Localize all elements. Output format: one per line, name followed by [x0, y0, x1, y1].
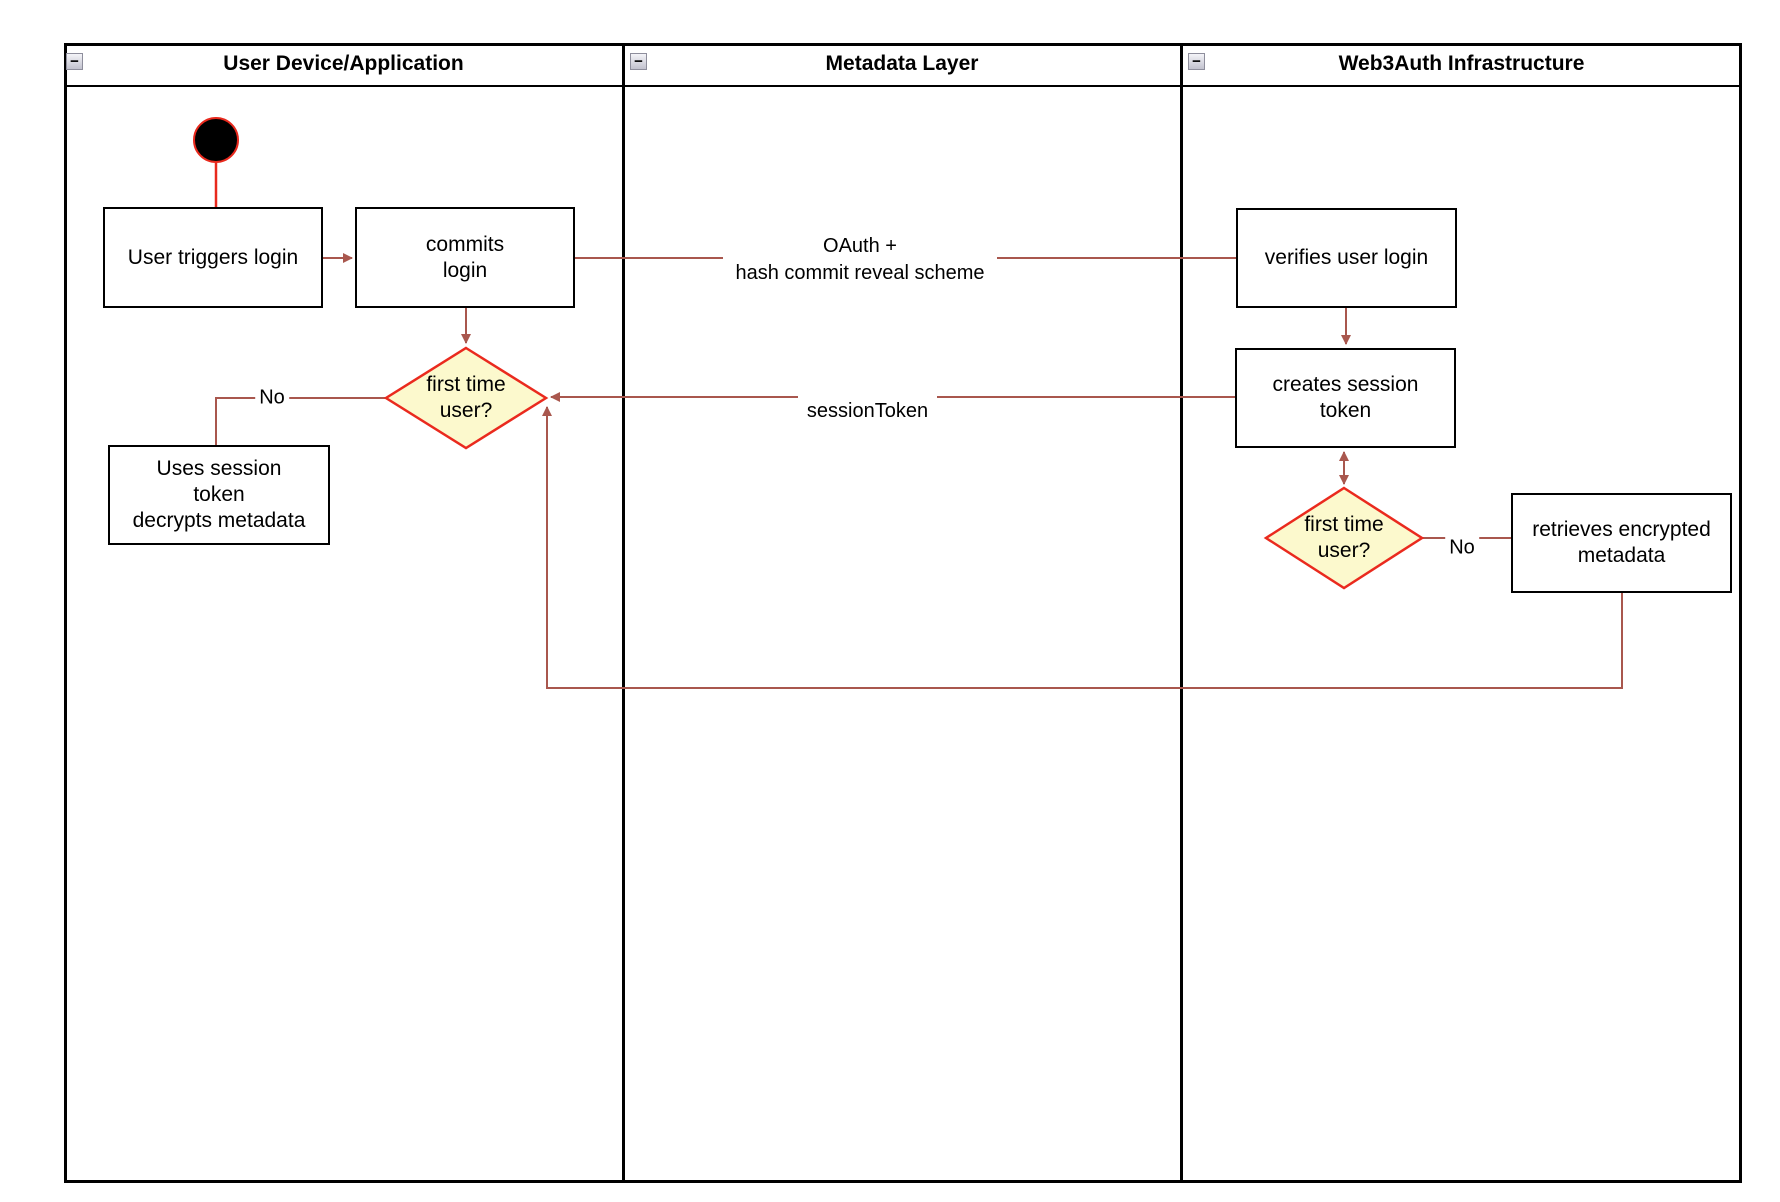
edge-label-session-token: sessionToken	[806, 400, 929, 422]
collapse-icon[interactable]: −	[66, 53, 83, 70]
node-retrieves-encrypted-metadata[interactable]: retrieves encrypted metadata	[1511, 493, 1732, 593]
node-label: Uses session	[156, 457, 282, 480]
diagram-frame	[64, 43, 1742, 1183]
lane-divider	[622, 43, 625, 1183]
node-uses-session-token[interactable]: Uses session token decrypts metadata	[108, 445, 330, 545]
decision-label-web3auth: first time user?	[1304, 513, 1384, 562]
node-label: User triggers login	[127, 245, 299, 269]
lane-title-metadata-layer: Metadata Layer	[825, 52, 979, 75]
node-commits-login[interactable]: commits login	[355, 207, 575, 308]
collapse-icon[interactable]: −	[1188, 53, 1205, 70]
lane-title-web3auth: Web3Auth Infrastructure	[1338, 52, 1585, 75]
edge-label-no-user-device: No	[255, 386, 289, 410]
node-verifies-user-login[interactable]: verifies user login	[1236, 208, 1457, 308]
collapse-icon[interactable]: −	[630, 53, 647, 70]
node-label: retrieves encrypted	[1532, 518, 1711, 541]
start-node[interactable]	[193, 117, 239, 163]
decision-label-user-device: first time user?	[426, 373, 506, 422]
node-label: token	[193, 483, 245, 506]
node-label: metadata	[1577, 544, 1666, 567]
node-user-triggers-login[interactable]: User triggers login	[103, 207, 323, 308]
lane-divider	[1180, 43, 1183, 1183]
node-label: verifies user login	[1264, 246, 1429, 269]
node-label: decrypts metadata	[132, 509, 306, 532]
node-label: creates session	[1272, 373, 1419, 396]
lane-title-user-device: User Device/Application	[223, 52, 464, 75]
edge-label-no-web3auth: No	[1445, 536, 1479, 560]
lane-header-underline	[64, 85, 1742, 87]
node-label: token	[1319, 399, 1372, 422]
node-creates-session-token[interactable]: creates session token	[1235, 348, 1456, 448]
edge-label-oauth: OAuth + hash commit reveal scheme	[735, 235, 985, 284]
node-label: login	[442, 258, 488, 282]
node-label: commits	[425, 232, 505, 256]
